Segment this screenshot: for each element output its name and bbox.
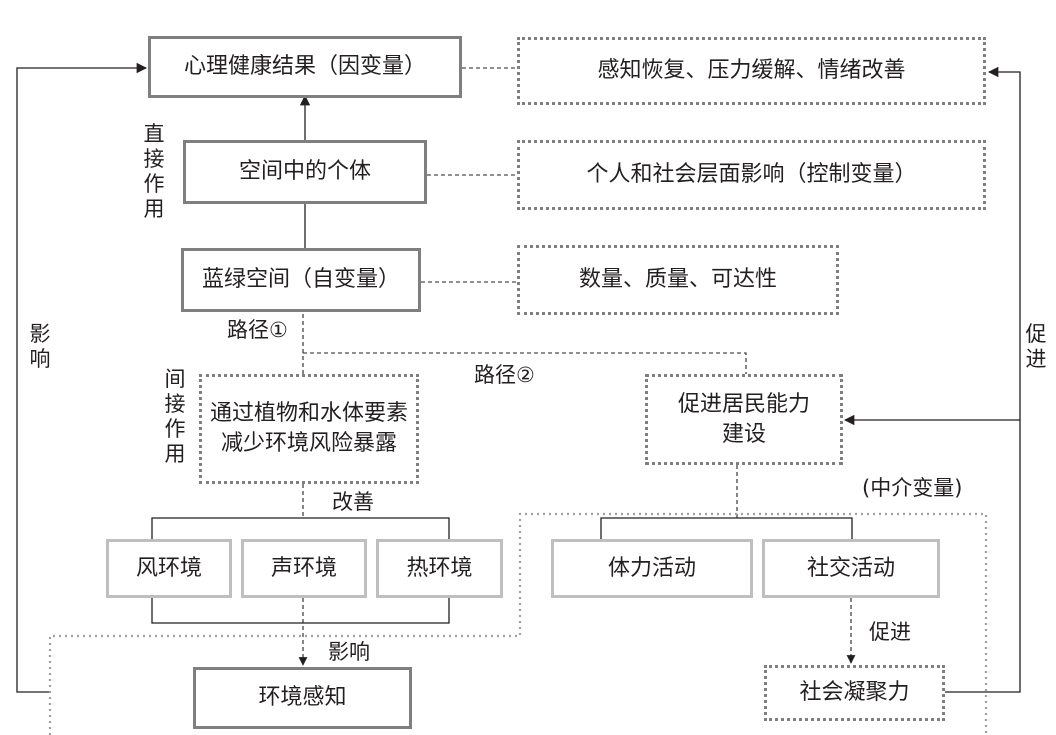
bracket-activity xyxy=(600,517,853,539)
node-perception-relief-label: 感知恢复、压力缓解、情绪改善 xyxy=(597,58,906,84)
line-left-loop xyxy=(16,62,148,693)
label-promote-mid: 促进 xyxy=(869,620,911,644)
node-outcome-label: 心理健康结果（因变量） xyxy=(183,54,426,80)
node-quantity-quality: 数量、质量、可达性 xyxy=(517,245,839,315)
node-blue-green: 蓝绿空间（自变量） xyxy=(181,248,421,312)
dash-mediator-region xyxy=(48,512,988,735)
label-direct: 直接作用 xyxy=(143,122,165,221)
node-personal-social: 个人和社会层面影响（控制变量） xyxy=(517,140,986,210)
bracket-bottom xyxy=(151,598,450,624)
node-capacity: 促进居民能力建设 xyxy=(645,374,843,465)
bracket-top xyxy=(151,517,450,539)
node-cohesion-label: 社会凝聚力 xyxy=(799,680,910,706)
node-social-activity: 社交活动 xyxy=(762,539,940,598)
node-perception-relief: 感知恢复、压力缓解、情绪改善 xyxy=(517,37,986,105)
label-influence-mid: 影响 xyxy=(328,640,370,664)
label-improve: 改善 xyxy=(332,490,374,514)
label-promote-right: 促进 xyxy=(1025,322,1047,371)
node-wind-env: 风环境 xyxy=(106,539,232,598)
node-env-perception: 环境感知 xyxy=(193,667,412,729)
label-path1: 路径① xyxy=(227,318,288,342)
node-wind-env-label: 风环境 xyxy=(135,555,202,581)
node-env-perception-label: 环境感知 xyxy=(258,685,347,711)
node-reduce-exposure: 通过植物和水体要素减少环境风险暴露 xyxy=(199,374,419,484)
node-personal-social-label: 个人和社会层面影响（控制变量） xyxy=(586,162,917,188)
node-physical-label: 体力活动 xyxy=(607,555,696,581)
line-right-loop xyxy=(945,66,1021,693)
node-quantity-quality-label: 数量、质量、可达性 xyxy=(578,267,777,293)
label-indirect: 间接作用 xyxy=(164,367,186,466)
label-mediator: (中介变量) xyxy=(862,476,963,500)
node-individual: 空间中的个体 xyxy=(183,140,427,204)
node-blue-green-label: 蓝绿空间（自变量） xyxy=(201,267,400,293)
node-reduce-exposure-label: 通过植物和水体要素减少环境风险暴露 xyxy=(210,401,409,456)
node-social-activity-label: 社交活动 xyxy=(806,555,895,581)
node-heat-env-label: 热环境 xyxy=(406,555,473,581)
dash-path2 xyxy=(303,352,747,374)
label-path2: 路径② xyxy=(474,363,535,387)
node-capacity-label: 促进居民能力建设 xyxy=(678,391,811,447)
node-outcome: 心理健康结果（因变量） xyxy=(148,36,462,98)
node-sound-env: 声环境 xyxy=(241,539,367,598)
node-cohesion: 社会凝聚力 xyxy=(764,665,945,721)
label-influence-left: 影响 xyxy=(29,322,51,371)
node-physical: 体力活动 xyxy=(551,539,753,598)
node-heat-env: 热环境 xyxy=(376,539,503,598)
node-sound-env-label: 声环境 xyxy=(270,555,337,581)
node-individual-label: 空间中的个体 xyxy=(238,159,371,185)
